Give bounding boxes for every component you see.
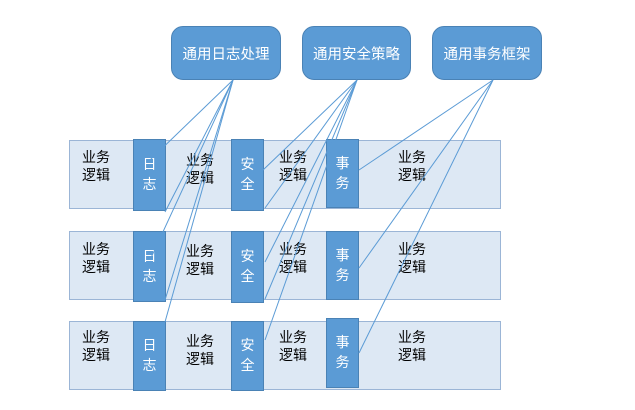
transaction-bar: 事务 <box>326 231 359 300</box>
log-bar: 日志 <box>133 231 166 302</box>
business-logic-label: 业务逻辑 <box>279 330 307 364</box>
transaction-bar: 事务 <box>326 139 359 208</box>
business-logic-label: 业务逻辑 <box>82 330 110 364</box>
transaction-aspect-box: 通用事务框架 <box>432 26 542 80</box>
business-logic-label: 业务逻辑 <box>398 242 426 276</box>
security-bar: 安全 <box>231 139 264 211</box>
business-logic-label: 业务逻辑 <box>82 242 110 276</box>
business-logic-label: 业务逻辑 <box>82 150 110 184</box>
business-logic-label: 业务逻辑 <box>398 150 426 184</box>
business-logic-label: 业务逻辑 <box>186 244 214 278</box>
transaction-bar: 事务 <box>326 318 359 388</box>
log-bar: 日志 <box>133 321 166 391</box>
business-logic-label: 业务逻辑 <box>279 150 307 184</box>
security-bar: 安全 <box>231 321 264 391</box>
business-logic-label: 业务逻辑 <box>398 330 426 364</box>
business-logic-label: 业务逻辑 <box>186 334 214 368</box>
connector-line <box>264 79 358 341</box>
security-bar: 安全 <box>231 231 264 303</box>
log-aspect-box: 通用日志处理 <box>171 26 281 80</box>
log-bar: 日志 <box>133 139 166 211</box>
connector-line <box>358 79 494 354</box>
business-logic-label: 业务逻辑 <box>279 242 307 276</box>
business-logic-label: 业务逻辑 <box>186 153 214 187</box>
security-aspect-box: 通用安全策略 <box>302 26 411 80</box>
